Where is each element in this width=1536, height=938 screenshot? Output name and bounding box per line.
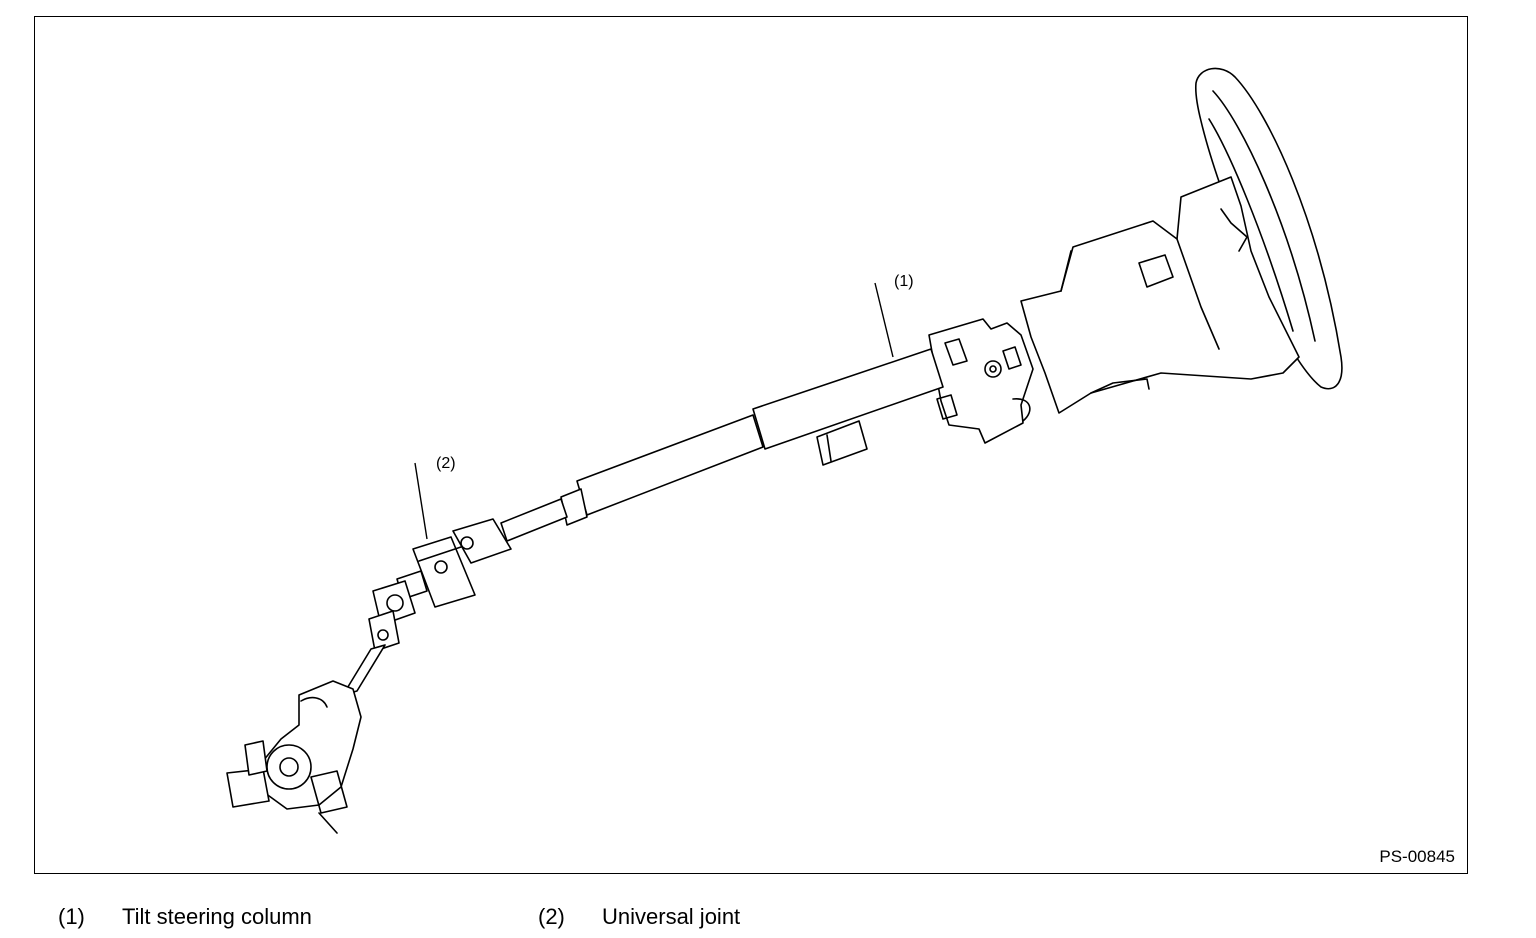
legend-number: (2) [538, 904, 565, 929]
leader-lines [414, 282, 894, 540]
callout-label-2: (2) [436, 455, 456, 472]
figure-frame: (1) (2) PS-00845 [34, 16, 1468, 874]
legend-text: Tilt steering column [122, 904, 312, 929]
steering-wheel [1194, 67, 1343, 390]
leader-line-2 [414, 462, 428, 540]
intermediate-shaft [500, 498, 568, 542]
column-cover-upper [1020, 176, 1300, 414]
callout-label-1: (1) [894, 273, 914, 290]
universal-joint-upper [452, 518, 512, 564]
column-tube-upper [752, 348, 944, 450]
legend-text: Universal joint [602, 904, 741, 929]
legend-number: (1) [58, 904, 85, 929]
figure-id-label: PS-00845 [1379, 847, 1455, 866]
leader-line-1 [874, 282, 894, 358]
lower-shaft [342, 644, 386, 696]
steering-column-illustration [226, 67, 1343, 834]
